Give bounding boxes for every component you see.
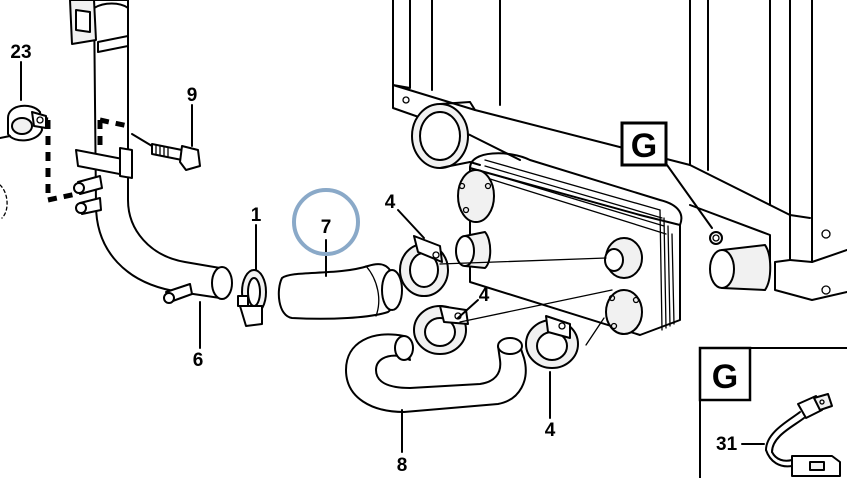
label-23: 23 <box>10 42 31 63</box>
bracket-strap <box>75 9 133 179</box>
label-31: 31 <box>716 434 738 455</box>
label-8: 8 <box>397 455 408 476</box>
hose-7 <box>277 263 403 320</box>
label-4-upper: 4 <box>385 192 396 213</box>
clamp-4-lower <box>525 315 579 369</box>
clamp-1 <box>237 269 267 327</box>
leader-lines <box>20 61 713 453</box>
clamp-4-middle <box>413 305 469 355</box>
clamp-4-upper <box>399 235 449 297</box>
clamp-23 <box>0 104 47 142</box>
housing-pipe-stub <box>411 101 481 169</box>
detail-inset: G 31 <box>698 346 847 478</box>
label-1: 1 <box>251 205 262 226</box>
oil-cooler <box>457 152 683 336</box>
cooler-outlet-pipe <box>709 231 772 291</box>
label-7: 7 <box>321 217 332 238</box>
detail-ref-box <box>620 121 668 167</box>
inset-title: G <box>712 358 738 396</box>
label-6: 6 <box>193 350 204 371</box>
sensor-31 <box>765 393 841 477</box>
label-4-lower: 4 <box>545 420 556 441</box>
label-4-middle: 4 <box>479 285 490 306</box>
cooler-inlet-stub <box>455 231 492 269</box>
detail-ref-letter: G <box>631 127 657 165</box>
hose-8 <box>345 333 527 413</box>
bolt-9 <box>131 133 201 171</box>
label-9: 9 <box>187 85 198 106</box>
highlight-ring <box>292 188 360 256</box>
